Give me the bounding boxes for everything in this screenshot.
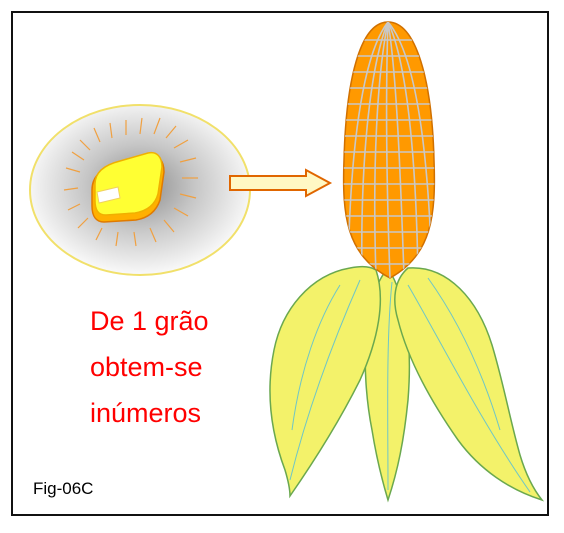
- caption-line-2: obtem-se: [90, 352, 203, 382]
- corn-kernel-icon: [91, 151, 165, 223]
- grain-rays: [63, 117, 198, 247]
- figure-label: Fig-06C: [33, 479, 94, 498]
- caption-text: De 1 grão obtem-se inúmeros: [90, 298, 290, 436]
- corn-husk-leaves: [269, 265, 545, 503]
- caption-line-3: inúmeros: [90, 398, 202, 428]
- corn-cob-icon: [342, 21, 436, 279]
- right-arrow-icon: [229, 168, 333, 198]
- caption-line-1: De 1 grão: [90, 306, 209, 336]
